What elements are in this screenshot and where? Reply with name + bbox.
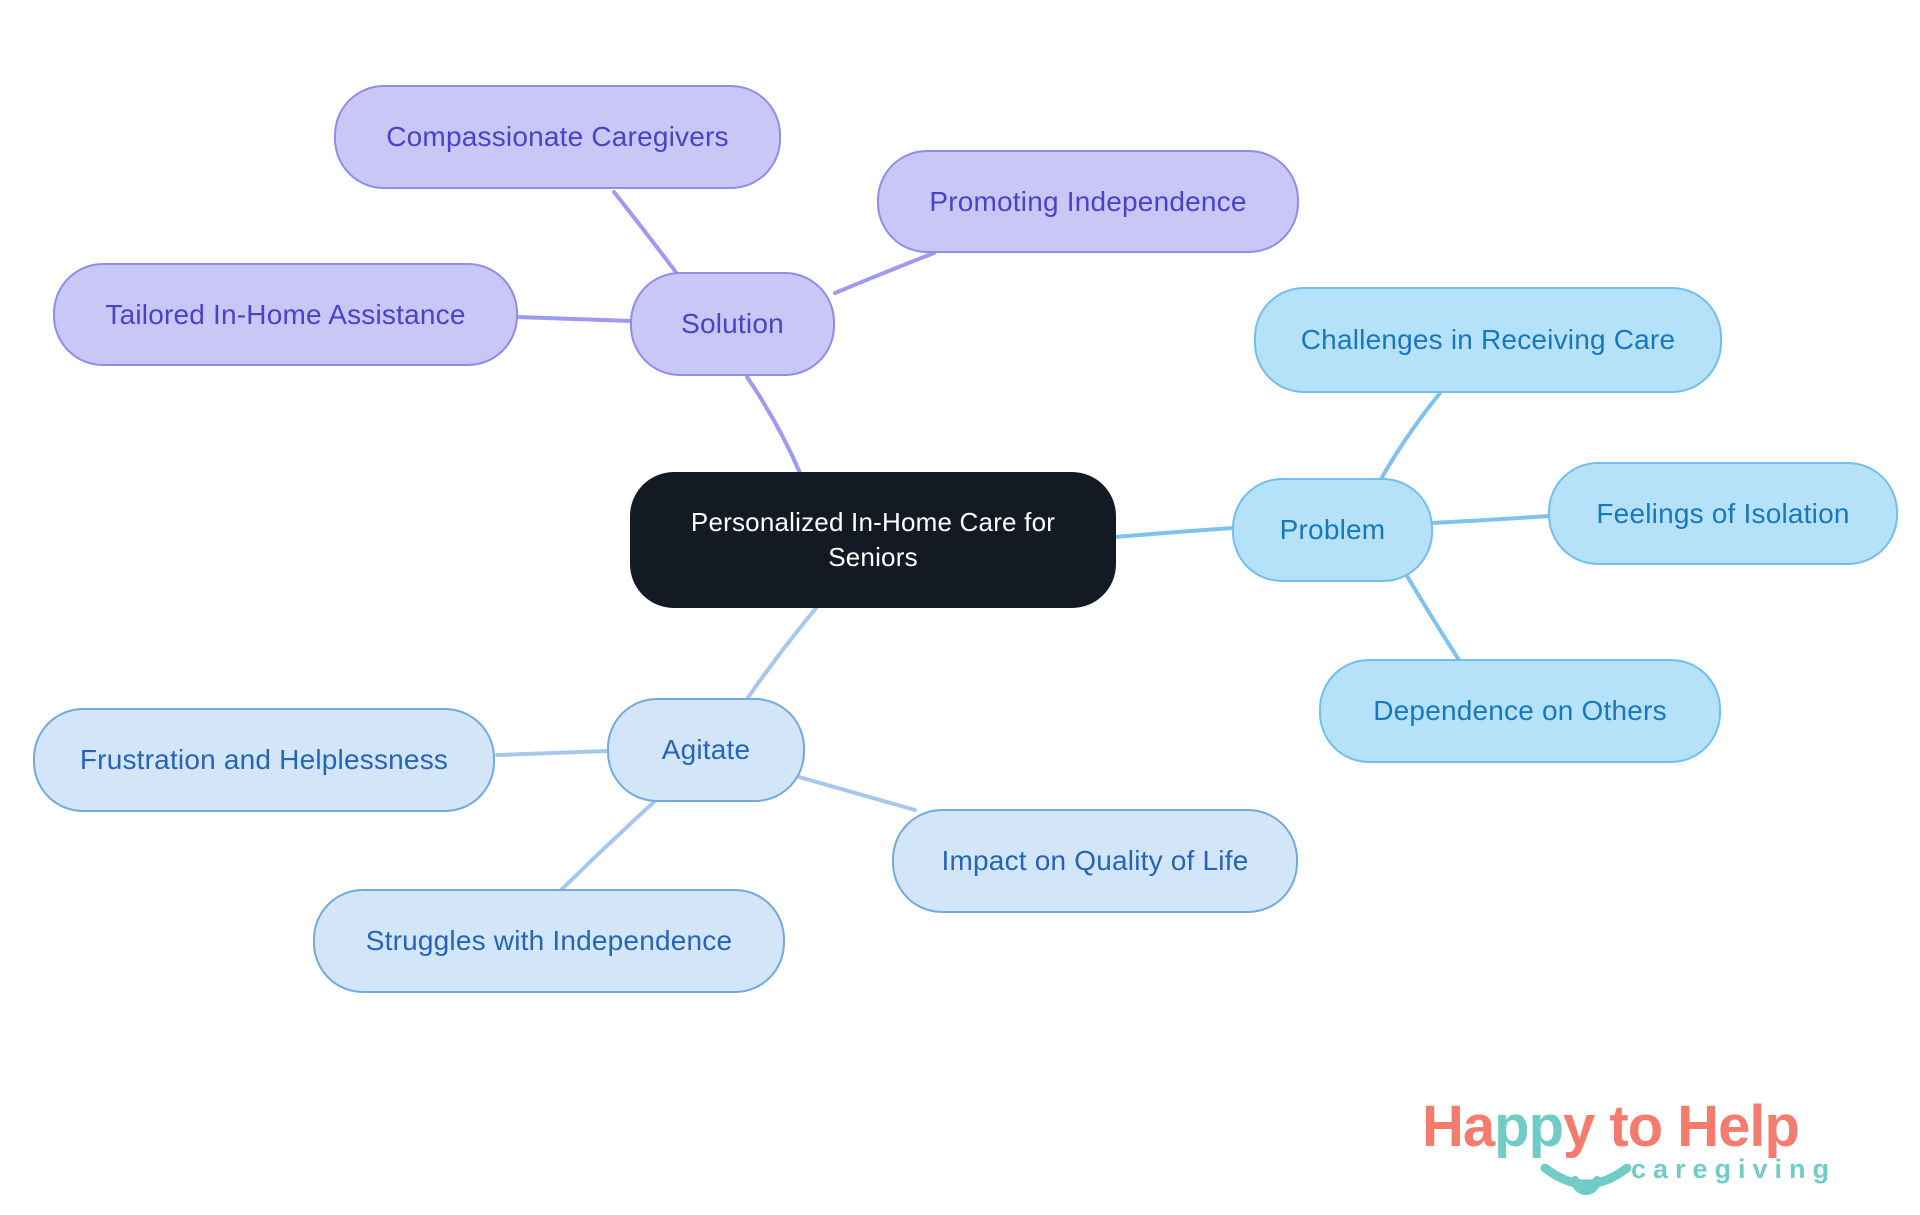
edge-agitate-impact-on-quality-of-life (797, 775, 917, 812)
node-promoting-independence[interactable]: Promoting Independence (877, 150, 1299, 253)
node-challenges-in-receiving-care[interactable]: Challenges in Receiving Care (1254, 287, 1722, 393)
node-promoting-independence-label: Promoting Independence (929, 185, 1247, 217)
node-dependence-on-others[interactable]: Dependence on Others (1319, 659, 1721, 763)
edge-problem-challenges-in-receiving-care (1379, 391, 1442, 481)
node-frustration-and-helplessness[interactable]: Frustration and Helplessness (33, 708, 495, 812)
smile-icon (1540, 1164, 1632, 1195)
edge-agitate-struggles-with-independence (559, 799, 657, 892)
node-problem-label: Problem (1279, 514, 1386, 545)
node-agitate[interactable]: Agitate (607, 698, 805, 802)
node-tailored-in-home-assistance[interactable]: Tailored In-Home Assistance (53, 263, 518, 366)
node-root[interactable]: Personalized In-Home Care for Seniors (630, 472, 1116, 608)
node-feelings-of-isolation-label: Feelings of Isolation (1596, 497, 1850, 529)
edge-solution-compassionate-caregivers (612, 190, 680, 277)
logo-wordmark-part2: pp (1494, 1094, 1564, 1159)
node-solution[interactable]: Solution (630, 272, 835, 376)
node-tailored-in-home-assistance-label: Tailored In-Home Assistance (105, 298, 466, 330)
edge-solution-tailored-in-home-assistance (515, 315, 634, 323)
node-frustration-and-helplessness-label: Frustration and Helplessness (79, 744, 449, 775)
edge-root-problem (1113, 526, 1235, 539)
node-impact-on-quality-of-life-label: Impact on Quality of Life (941, 845, 1249, 876)
node-impact-on-quality-of-life[interactable]: Impact on Quality of Life (892, 809, 1298, 913)
node-dependence-on-others-label: Dependence on Others (1373, 695, 1667, 726)
node-compassionate-caregivers-label: Compassionate Caregivers (386, 121, 729, 152)
edge-problem-dependence-on-others (1405, 574, 1461, 662)
node-feelings-of-isolation[interactable]: Feelings of Isolation (1548, 462, 1898, 565)
node-problem[interactable]: Problem (1232, 478, 1433, 582)
happy-to-help-logo: Happy to Help caregiving (1422, 1098, 1882, 1195)
edge-root-solution (745, 375, 802, 475)
edge-problem-feelings-of-isolation (1430, 514, 1551, 525)
node-compassionate-caregivers[interactable]: Compassionate Caregivers (334, 85, 781, 189)
node-challenges-in-receiving-care-label: Challenges in Receiving Care (1300, 324, 1676, 355)
edge-root-agitate (745, 605, 819, 701)
logo-wordmark-part3: y to Help (1563, 1094, 1800, 1159)
node-struggles-with-independence-label: Struggles with Independence (365, 925, 733, 956)
logo-tagline: caregiving (1630, 1154, 1836, 1184)
edge-agitate-frustration-and-helplessness (495, 749, 610, 757)
node-struggles-with-independence[interactable]: Struggles with Independence (313, 889, 785, 993)
edge-solution-promoting-independence (833, 251, 936, 295)
node-solution-label: Solution (681, 308, 784, 339)
root-label: Personalized In-Home Care for Seniors (690, 506, 1056, 572)
logo-wordmark-part1: Ha (1422, 1094, 1495, 1159)
logo-wordmark: Happy to Help (1422, 1098, 1882, 1156)
node-agitate-label: Agitate (661, 734, 751, 765)
